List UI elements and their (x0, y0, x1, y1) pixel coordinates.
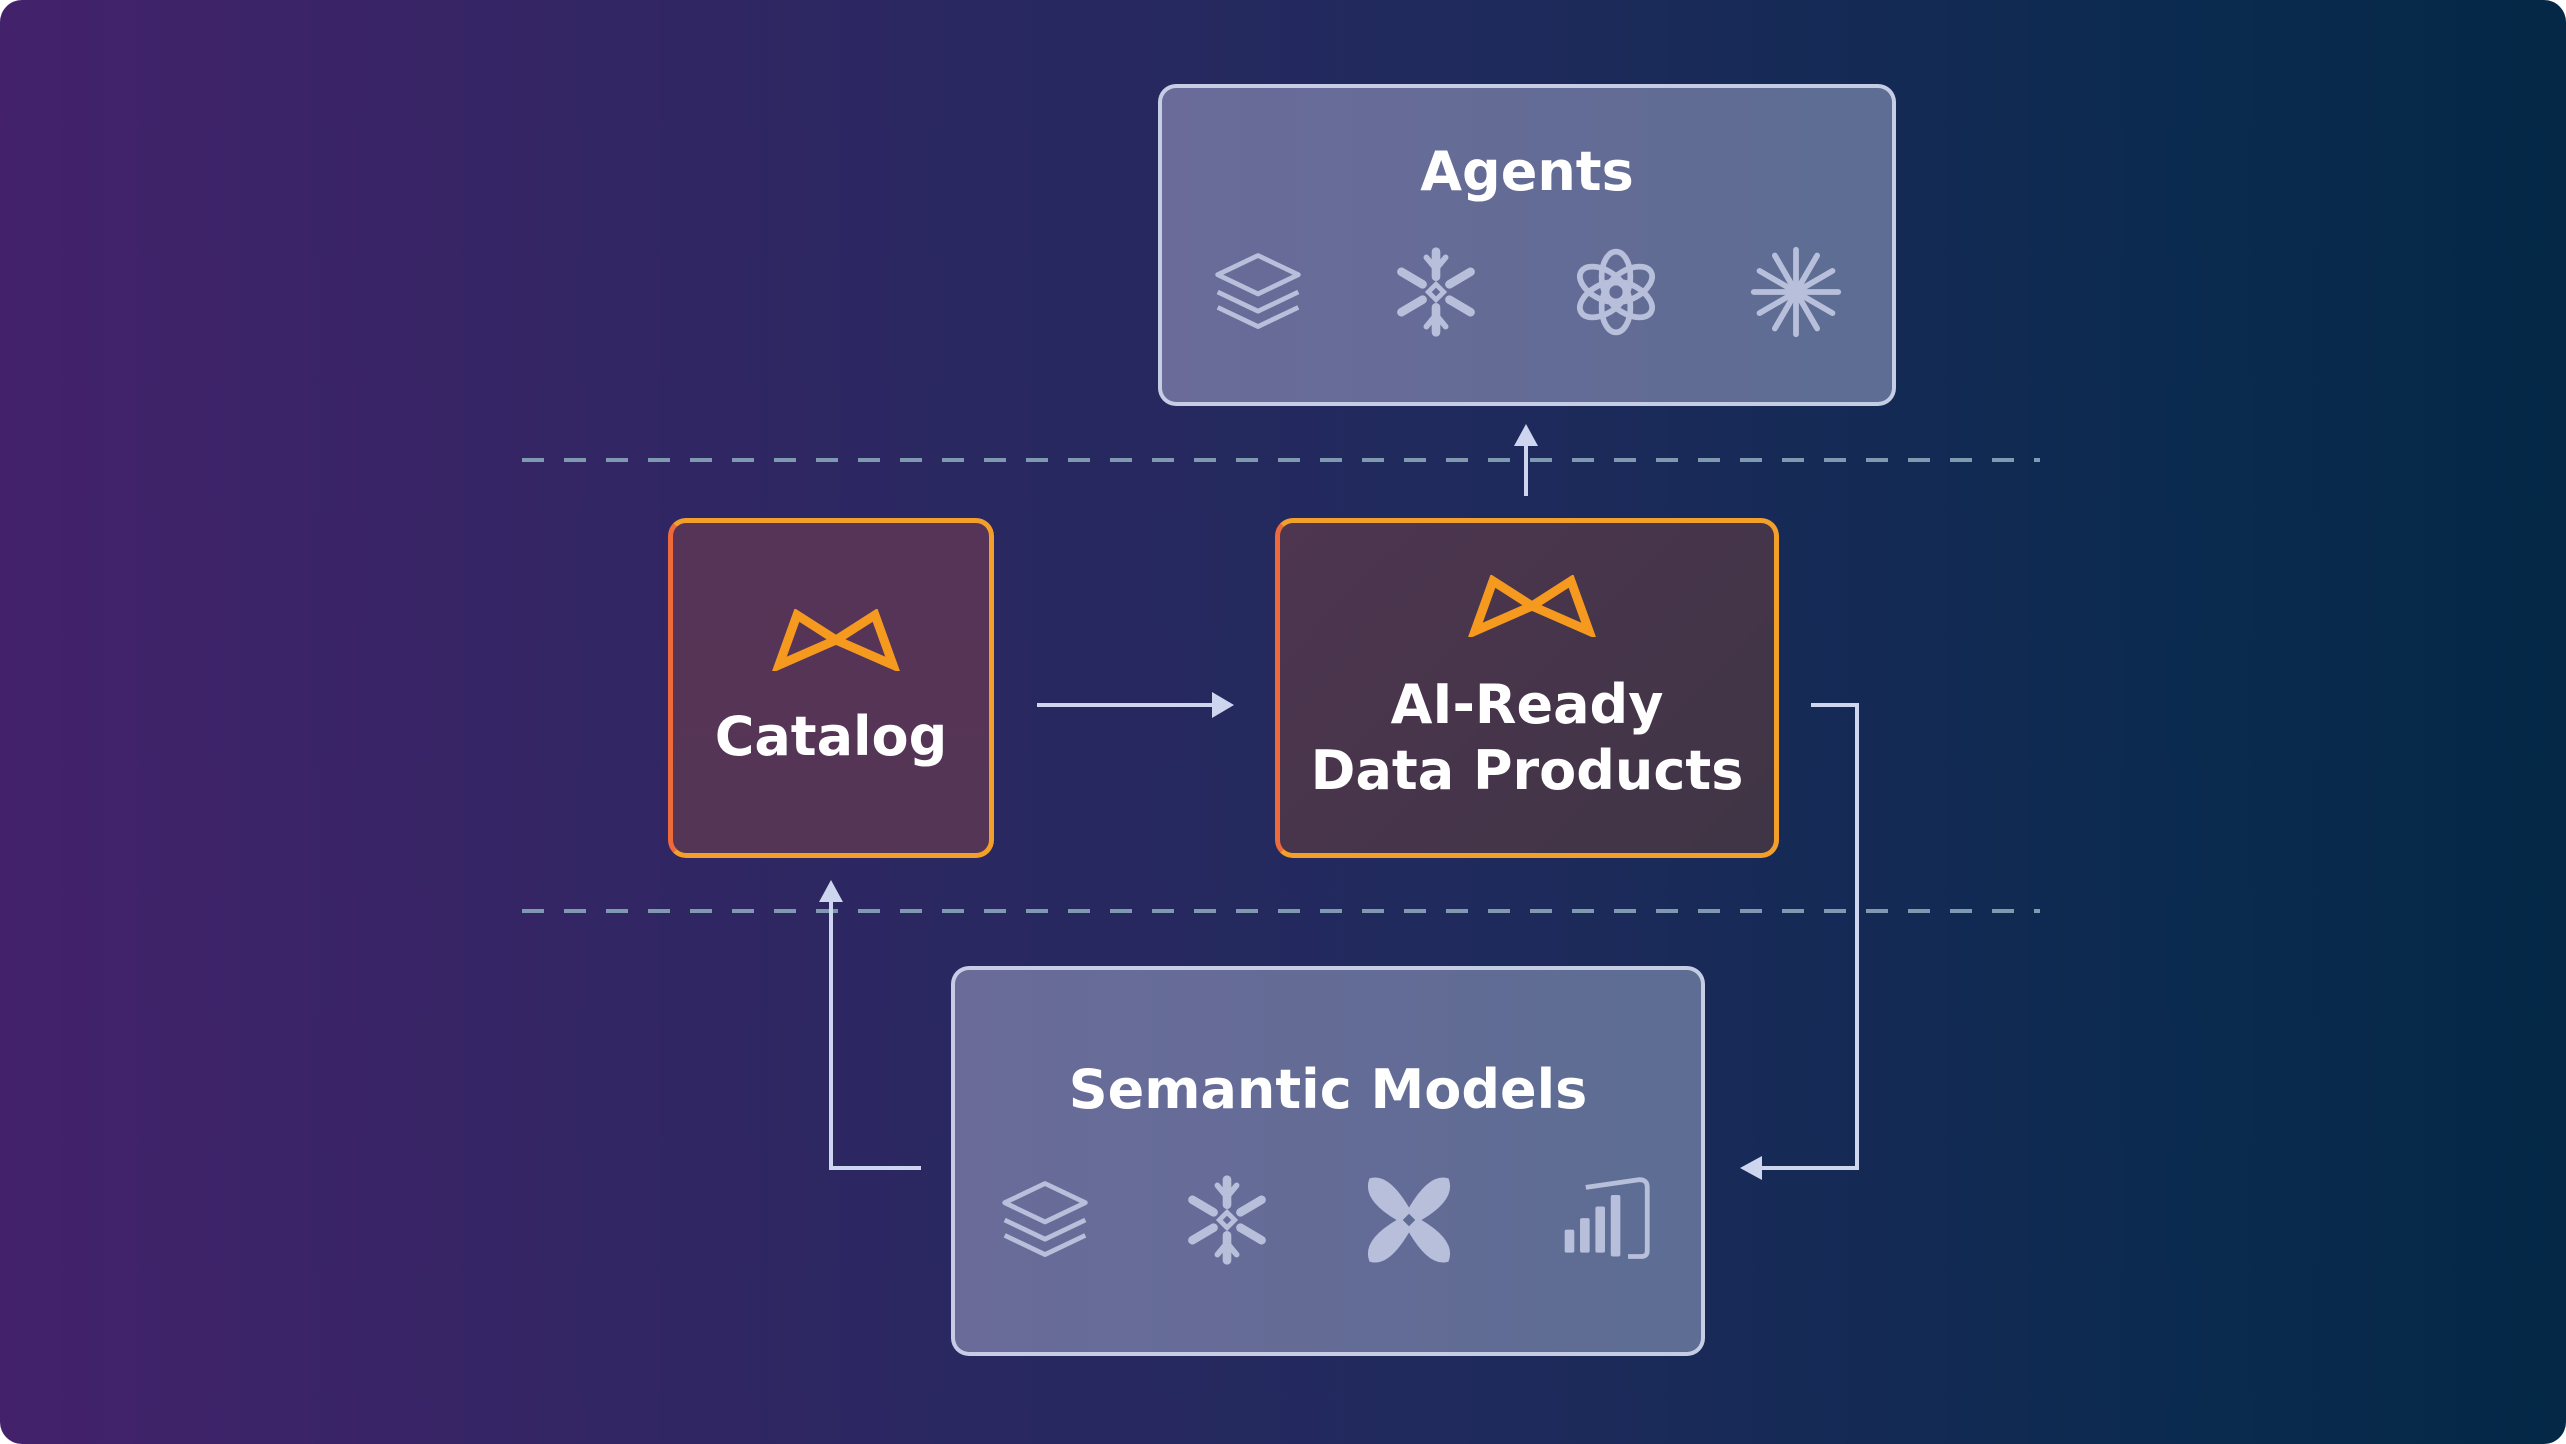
ai-ready-data-products-node: AI-Ready Data Products (1275, 518, 1779, 858)
catalog-title: Catalog (714, 705, 948, 768)
layers-stack-icon (1215, 253, 1301, 329)
arrow-semantic-to-catalog-head (819, 880, 843, 902)
agents-title: Agents (1420, 140, 1634, 203)
layers-stack-icon (1002, 1181, 1088, 1257)
products-title-line2: Data Products (1310, 739, 1744, 802)
bowtie-logo-icon (1468, 575, 1596, 637)
semantic-models-node: Semantic Models (951, 966, 1705, 1356)
snowflake-icon (1397, 247, 1475, 337)
openai-knot-icon (1577, 248, 1655, 336)
bowtie-logo-icon (772, 609, 900, 671)
catalog-node: Catalog (668, 518, 994, 858)
sparkle-burst-icon (1750, 246, 1842, 338)
bar-chart-panel-icon (1564, 1177, 1650, 1259)
products-title-line1: AI-Ready (1390, 673, 1664, 736)
dbt-x-icon (1367, 1177, 1451, 1263)
arrow-semantic-to-catalog (829, 893, 921, 1170)
arrow-products-to-semantic-head (1740, 1156, 1762, 1180)
agents-node: Agents (1158, 84, 1896, 406)
snowflake-icon (1188, 1175, 1266, 1265)
arrow-products-to-semantic (1752, 703, 1859, 1170)
semantic-title: Semantic Models (1068, 1058, 1588, 1121)
arrow-catalog-to-products-head (1212, 692, 1234, 718)
arrow-products-to-agents-head (1514, 424, 1538, 446)
